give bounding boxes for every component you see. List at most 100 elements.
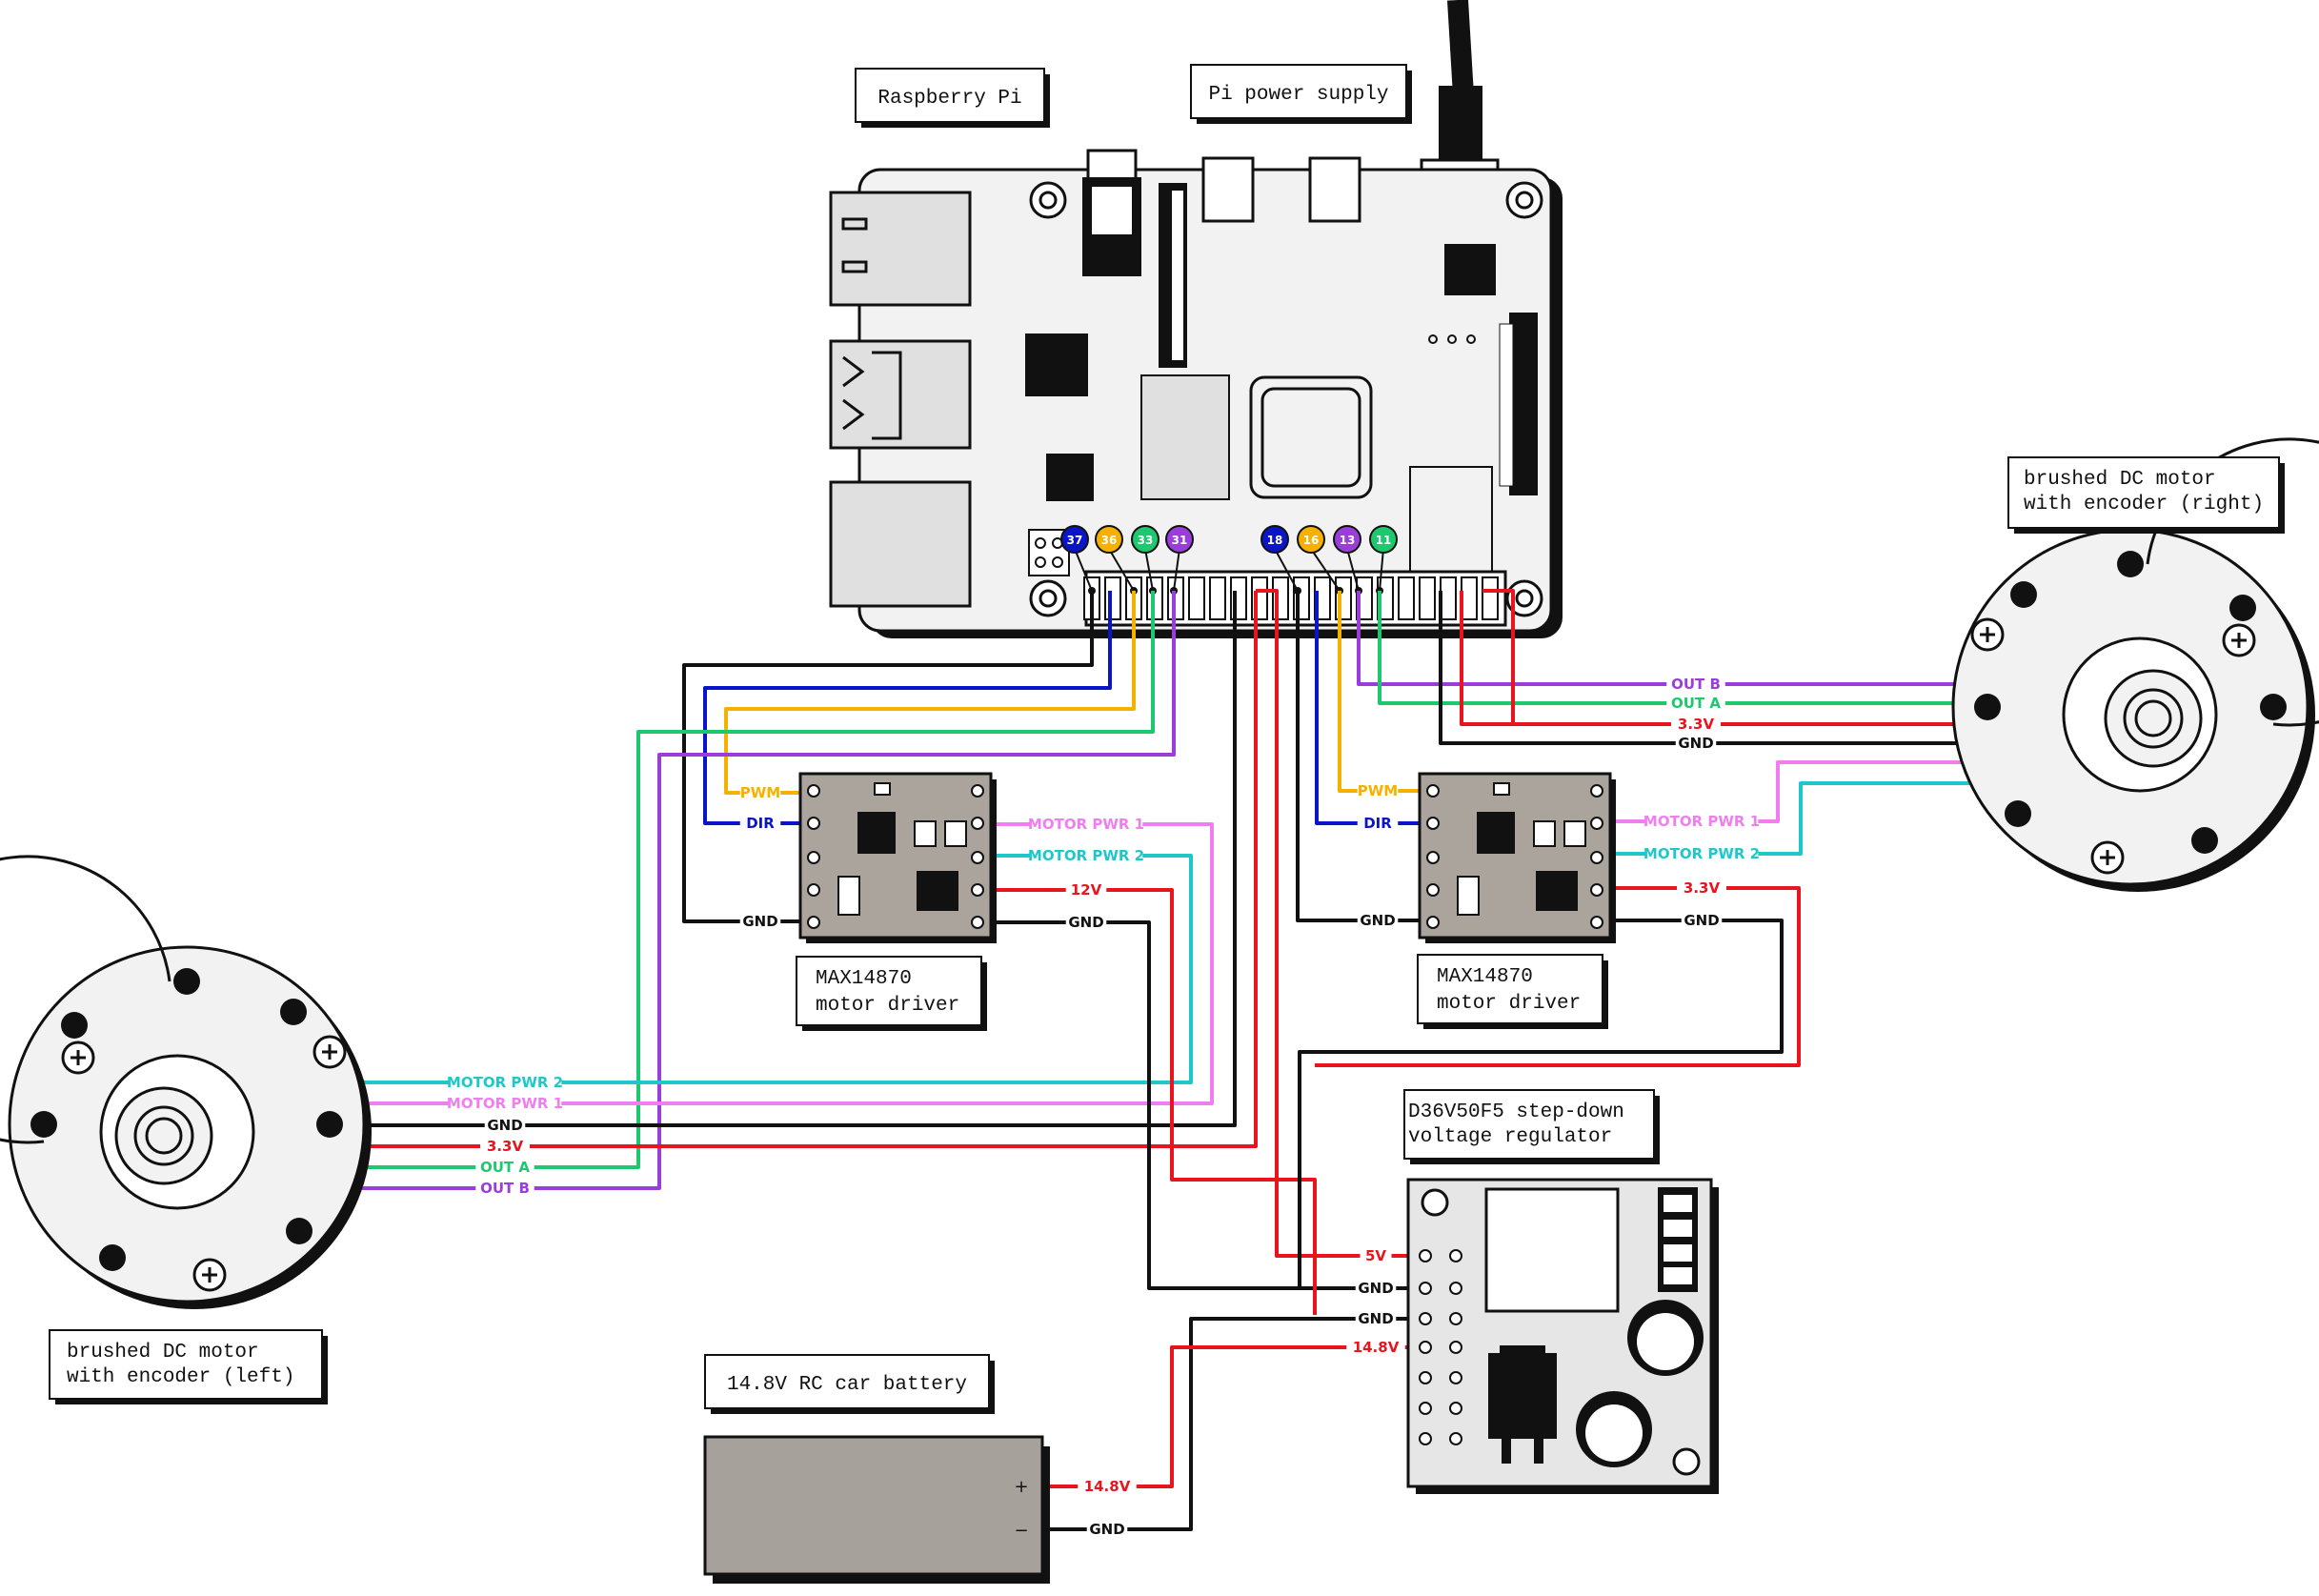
voltage-regulator	[1406, 1178, 1719, 1494]
motor-hole	[2117, 551, 2144, 577]
svg-text:brushed DC motor: brushed DC motor	[2024, 469, 2216, 491]
svg-text:voltage regulator: voltage regulator	[1408, 1126, 1612, 1148]
driver-pad	[1426, 883, 1440, 897]
battery-minus-label: −	[1014, 1521, 1028, 1541]
wire-label-gnd: GND	[1678, 735, 1713, 752]
gpio-pin-number: 13	[1340, 534, 1356, 547]
wire-left-gnd-motor	[362, 591, 1237, 1127]
wire-label-motor-pwr-1: MOTOR PWR 1	[447, 1095, 563, 1112]
gpio-pin-number: 37	[1067, 534, 1083, 547]
gpio-pin-badge	[1095, 525, 1123, 554]
regulator-pad	[1449, 1341, 1462, 1354]
wire-label-v33: 3.3V	[1684, 879, 1721, 897]
wire-label-v148: 14.8V	[1084, 1478, 1131, 1495]
wire-label-out-a: OUT A	[480, 1159, 530, 1176]
wire-right-out-b	[1357, 591, 1972, 686]
svg-text:motor driver: motor driver	[1437, 993, 1581, 1015]
regulator-pad	[1449, 1432, 1462, 1445]
wire-left-3v3-motor	[362, 591, 1258, 1148]
wire-reg-14v8	[1044, 1345, 1418, 1488]
svg-text:motor driver: motor driver	[816, 995, 959, 1017]
regulator-pad	[1419, 1371, 1432, 1384]
wire-right-3v3-motor-b	[1482, 589, 1515, 724]
svg-text:brushed DC motor: brushed DC motor	[67, 1342, 259, 1364]
motor-hole	[316, 1111, 343, 1138]
wire-label-gnd: GND	[1068, 914, 1103, 931]
gpio-pin-badge	[1260, 525, 1289, 554]
wire-label-gnd: GND	[1360, 912, 1395, 929]
gpio-pin-badge	[1297, 525, 1325, 554]
wire-label-v5: 5V	[1365, 1247, 1386, 1264]
gpio-pin-number: 33	[1138, 534, 1154, 547]
gpio-pin-badge	[1131, 525, 1160, 554]
raspberry-pi-board	[829, 149, 1563, 638]
driver-pad	[1590, 851, 1603, 864]
wire-label-gnd: GND	[1684, 912, 1719, 929]
motor-driver-left	[798, 772, 997, 943]
wire-label-motor-pwr-1: MOTOR PWR 1	[1028, 816, 1144, 833]
regulator-pad	[1419, 1249, 1432, 1263]
label-pi-power: Pi power supply	[1190, 64, 1412, 124]
wire-label-motor-pwr-2: MOTOR PWR 2	[1643, 845, 1760, 862]
svg-text:Pi power supply: Pi power supply	[1208, 84, 1388, 106]
gpio-pin	[1419, 576, 1436, 620]
motor-hole	[61, 1012, 88, 1039]
driver-left-pads	[807, 784, 984, 929]
motor-hole	[173, 968, 200, 995]
wire-left-gnd-driver	[682, 591, 1094, 923]
gpio-pin-number: 36	[1101, 534, 1118, 547]
label-raspberry-pi: Raspberry Pi	[855, 68, 1050, 128]
driver-pad	[1426, 784, 1440, 798]
driver-pad	[1590, 883, 1603, 897]
label-motor-right: brushed DC motor with encoder (right)	[2007, 456, 2285, 534]
wire-label-gnd: GND	[1358, 1280, 1393, 1297]
gpio-pin	[1440, 576, 1457, 620]
motor-hole	[286, 1218, 313, 1244]
regulator-pad	[1419, 1432, 1432, 1445]
svg-text:with encoder (right): with encoder (right)	[2024, 494, 2264, 515]
svg-text:D36V50F5 step-down: D36V50F5 step-down	[1408, 1101, 1624, 1123]
wire-label-v33: 3.3V	[487, 1138, 524, 1155]
wire-right-3v3-motor-a	[1460, 591, 1972, 726]
wire-label-gnd: GND	[742, 913, 777, 930]
wire-left-out-a	[362, 591, 1155, 1169]
label-driver-right: MAX14870 motor driver	[1417, 954, 1608, 1029]
motor-hole	[99, 1244, 126, 1271]
regulator-pad	[1449, 1282, 1462, 1295]
label-driver-left: MAX14870 motor driver	[796, 956, 987, 1031]
wire-label-gnd: GND	[487, 1117, 522, 1134]
regulator-pads	[1419, 1249, 1462, 1445]
driver-pad	[1426, 916, 1440, 929]
motor-hole	[1974, 694, 2001, 720]
gpio-pin-badge	[1369, 525, 1398, 554]
wire-label-motor-pwr-1: MOTOR PWR 1	[1643, 813, 1760, 830]
motor-hole	[2005, 800, 2031, 827]
motor-hole	[30, 1111, 57, 1138]
gpio-pin-badge	[1060, 525, 1089, 554]
gpio-pin-number: 31	[1172, 534, 1188, 547]
gpio-pin	[1188, 576, 1205, 620]
driver-pad	[1426, 817, 1440, 830]
motor-hole	[2191, 827, 2218, 854]
wire-left-motor-pwr-1	[362, 822, 1214, 1105]
wire-label-gnd: GND	[1358, 1310, 1393, 1327]
driver-pad	[1590, 916, 1603, 929]
label-motor-left: brushed DC motor with encoder (left)	[49, 1329, 328, 1404]
regulator-pad	[1419, 1402, 1432, 1415]
wire-right-gnd-to-reg	[1298, 919, 1784, 1288]
wire-right-gnd-motor	[1439, 591, 1972, 745]
driver-pad	[971, 883, 984, 897]
driver-pad	[807, 916, 820, 929]
wire-label-out-a: OUT A	[1671, 695, 1721, 712]
wire-label-dir: DIR	[746, 815, 775, 832]
wire-right-5v	[1256, 589, 1418, 1258]
label-regulator: D36V50F5 step-down voltage regulator	[1403, 1089, 1660, 1164]
wire-label-motor-pwr-2: MOTOR PWR 2	[447, 1074, 563, 1091]
motor-driver-right	[1418, 772, 1616, 943]
label-battery: 14.8V RC car battery	[704, 1354, 995, 1414]
wire-label-pwm: PWM	[740, 784, 780, 801]
gpio-pin	[1209, 576, 1226, 620]
driver-pad	[971, 916, 984, 929]
